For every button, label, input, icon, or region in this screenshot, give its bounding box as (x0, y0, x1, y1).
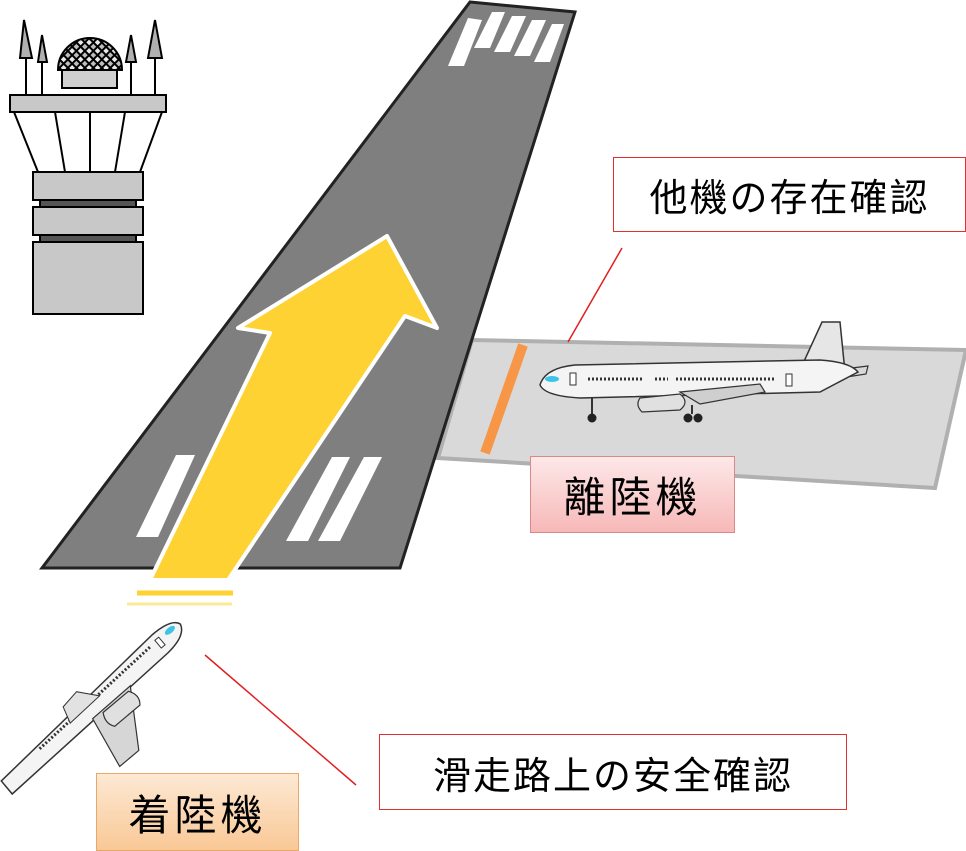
other-aircraft-check-label: 他機の存在確認 (613, 157, 966, 232)
departing-aircraft-label: 離陸機 (530, 456, 735, 533)
runway-far-threshold-stripes (448, 12, 564, 66)
callout-line-runway-safety (204, 654, 357, 786)
landing-path-arrow-icon (127, 234, 439, 606)
control-tower-icon (9, 19, 167, 315)
runway-safety-check-label: 滑走路上の安全確認 (379, 734, 847, 810)
callout-line-other-aircraft (567, 247, 623, 343)
hold-short-line (480, 343, 528, 455)
landing-aircraft-label: 着陸機 (96, 773, 299, 851)
landing-airplane-icon (0, 621, 183, 796)
departing-airplane-icon (539, 321, 869, 423)
